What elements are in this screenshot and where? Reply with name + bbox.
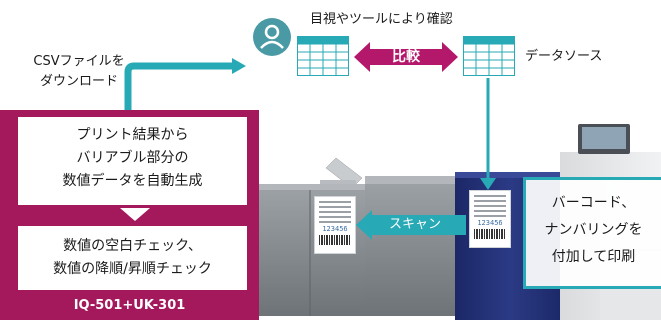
scanned-sheet: 123456	[314, 196, 356, 254]
csv-download-line-1: CSVファイルを	[33, 54, 125, 69]
auto-generate-text: プリント結果から バリアブル部分の 数値データを自動生成	[18, 124, 247, 193]
csv-download-line-2: ダウンロード	[39, 74, 118, 89]
spreadsheet-icon	[297, 36, 349, 76]
upward-arrow-icon	[232, 58, 246, 74]
printed-sheet: 123456	[469, 190, 511, 248]
scan-label: スキャン	[388, 217, 441, 232]
scan-arrow	[356, 210, 466, 240]
data-source-label: データソース	[525, 49, 603, 64]
auto-generate-line-3: 数値データを自動生成	[62, 173, 203, 189]
compare-arrow	[354, 42, 458, 72]
numeric-check-text: 数値の空白チェック、 数値の降順/昇順チェック	[18, 235, 247, 281]
csv-download-label: CSVファイルを ダウンロード	[4, 52, 154, 92]
numeric-check-box	[18, 226, 247, 290]
auto-generate-line-2: バリアブル部分の	[76, 150, 189, 166]
visual-check-label: 目視やツールにより確認	[310, 12, 453, 27]
downward-triangle-icon	[120, 208, 150, 221]
barcode-print-line-2: ナンバリングを	[544, 222, 643, 238]
numeric-check-line-1: 数値の空白チェック、	[63, 238, 202, 254]
barcode-icon	[474, 229, 506, 239]
sheet-lines	[319, 201, 351, 223]
sheet-number: 123456	[477, 219, 503, 227]
auto-generate-box	[18, 117, 247, 205]
sheet-number: 123456	[322, 225, 348, 233]
barcode-icon	[319, 235, 351, 245]
barcode-print-text: バーコード、 ナンバリングを 付加して印刷	[526, 190, 661, 271]
barcode-print-line-3: 付加して印刷	[551, 249, 636, 265]
numeric-check-line-2: 数値の降順/昇順チェック	[53, 261, 212, 277]
user-circle-icon	[253, 18, 291, 56]
down-arrow-icon	[480, 178, 496, 190]
inline-scanner-unit	[365, 176, 455, 316]
sheet-lines	[474, 195, 506, 217]
barcode-print-callout	[523, 177, 661, 289]
barcode-print-line-1: バーコード、	[551, 195, 636, 211]
download-connector	[124, 62, 232, 110]
auto-generate-line-1: プリント結果から	[76, 127, 189, 143]
product-label: IQ-501+UK-301	[73, 298, 186, 313]
spreadsheet-icon	[463, 36, 515, 76]
compare-label: 比較	[392, 49, 420, 65]
